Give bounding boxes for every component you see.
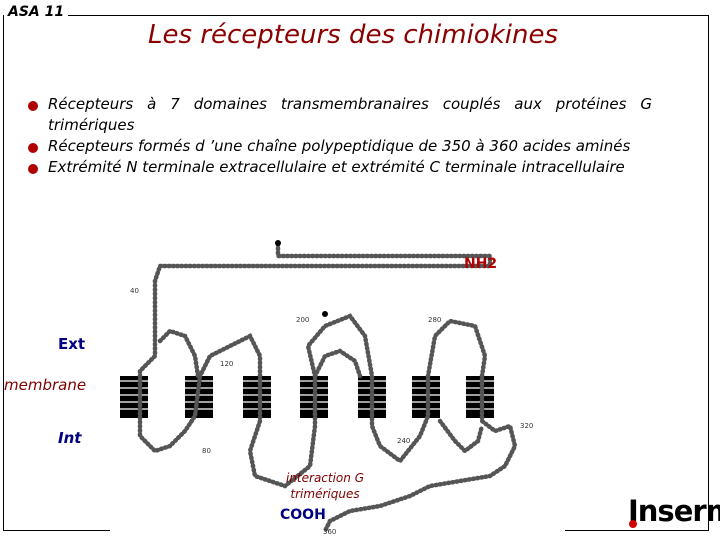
residue-number: 40 (130, 287, 139, 295)
bullet-dot-icon (28, 143, 38, 153)
nh2-label: NH2 (464, 256, 498, 272)
g-protein-interaction-label: interaction G trimériques (285, 471, 364, 501)
logo-dot-icon (629, 520, 637, 528)
polypeptide-chain (137, 241, 518, 534)
bullet-list: Récepteurs à 7 domaines transmembranaire… (28, 94, 652, 178)
residue-number: 80 (202, 447, 211, 455)
residue-number: 320 (520, 422, 533, 430)
membrane-label: membrane (4, 376, 87, 394)
bullet-dot-icon (28, 164, 38, 174)
residue-number: 200 (296, 316, 309, 324)
bullet-item: Récepteurs à 7 domaines transmembranaire… (28, 94, 652, 136)
inserm-logo: Inserm (628, 494, 720, 528)
intracellular-label: Int (58, 429, 82, 447)
residue-number: 120 (220, 360, 233, 368)
residue-number: 360 (323, 528, 336, 536)
residue-number: 280 (428, 316, 441, 324)
extracellular-label: Ext (58, 335, 86, 353)
residue-number: 240 (397, 437, 410, 445)
bullet-item: Extrémité N terminale extracellulaire et… (28, 157, 652, 178)
bullet-item: Récepteurs formés d ’une chaîne polypept… (28, 136, 652, 157)
bullet-text: Récepteurs à 7 domaines transmembranaire… (48, 95, 652, 134)
bullet-dot-icon (28, 101, 38, 111)
receptor-diagram: 40 200 280 120 320 80 240 360 (110, 236, 565, 536)
slide-title: Les récepteurs des chimiokines (148, 20, 559, 50)
bullet-text: Récepteurs formés d ’une chaîne polypept… (48, 137, 631, 155)
bullet-text: Extrémité N terminale extracellulaire et… (48, 158, 625, 176)
cooh-label: COOH (280, 507, 326, 523)
slide-tag: ASA 11 (4, 4, 69, 20)
